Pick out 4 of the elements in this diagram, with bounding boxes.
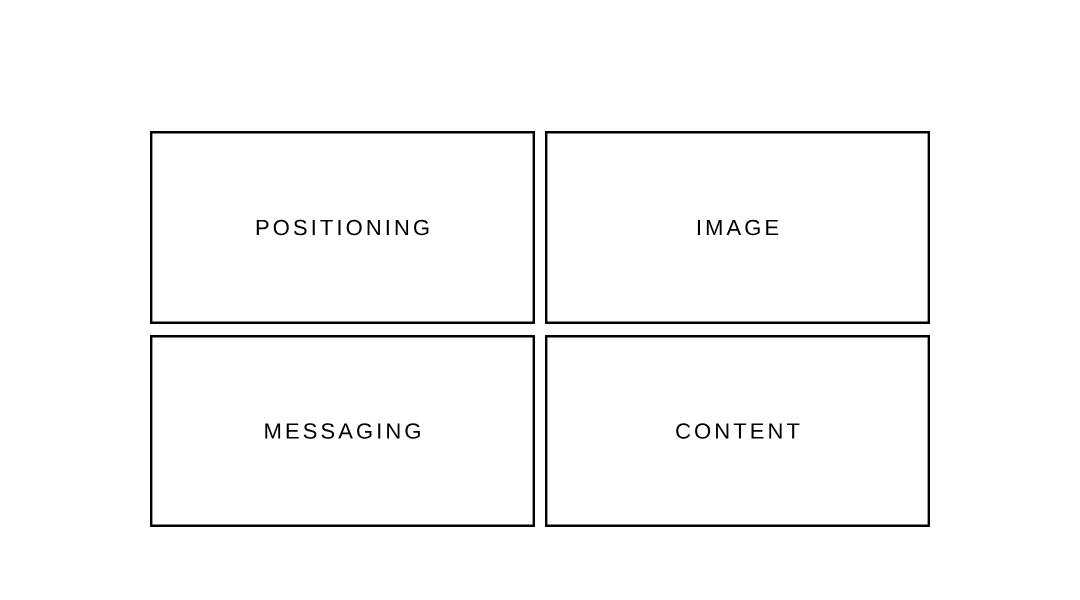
label-box: IMAGE <box>545 131 931 324</box>
label-box: CONTENT <box>545 335 931 527</box>
label-box: POSITIONING <box>150 131 535 324</box>
label-box: MESSAGING <box>150 335 535 527</box>
